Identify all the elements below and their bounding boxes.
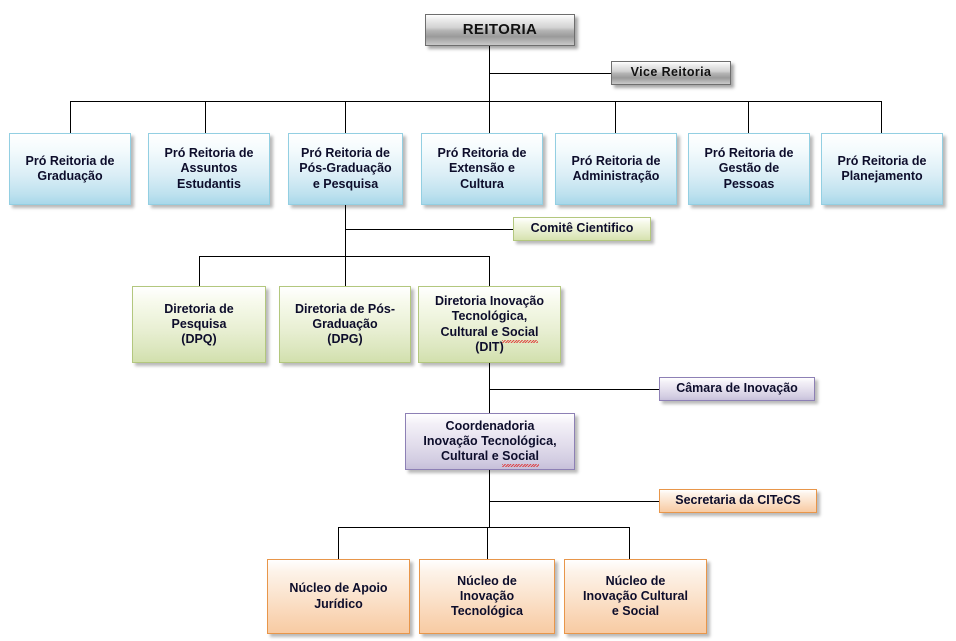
- connector-drop-dpq: [199, 256, 200, 286]
- connector-proreitoria-bus: [70, 101, 882, 102]
- node-label-line2: Inovação: [459, 588, 515, 603]
- node-label-line1: Pró Reitoria de: [164, 146, 254, 161]
- connector-drop-nucleo-cultural: [629, 527, 630, 559]
- connector-diretoria-bus: [199, 256, 490, 257]
- node-label-line3: Tecnológica: [450, 604, 523, 619]
- node-secretaria-citecs[interactable]: Secretaria da CITeCS: [659, 489, 817, 513]
- node-label-line1: Diretoria Inovação: [434, 294, 545, 308]
- node-pro-reitoria-graduacao[interactable]: Pró Reitoria de Graduação: [9, 133, 131, 205]
- connector-drop-nucleo-juridico: [338, 527, 339, 559]
- node-label-line3: Cultura: [460, 176, 504, 191]
- node-label-line1: Núcleo de: [605, 573, 666, 588]
- node-label-misspelled-social: Social: [501, 324, 539, 344]
- node-nucleo-apoio-juridico[interactable]: Núcleo de Apoio Jurídico: [267, 559, 410, 634]
- connector-reitoria-vice: [489, 73, 611, 74]
- node-camara-inovacao[interactable]: Câmara de Inovação: [659, 377, 815, 401]
- connector-comite-link: [345, 229, 513, 230]
- node-label-line3: (DPQ): [181, 332, 217, 347]
- node-pro-reitoria-gestao-pessoas[interactable]: Pró Reitoria de Gestão de Pessoas: [688, 133, 810, 205]
- node-label-line1: Núcleo de: [457, 573, 517, 588]
- node-label-line3: e Pesquisa: [312, 176, 379, 191]
- node-label-line4: (DIT): [475, 339, 504, 354]
- node-pro-reitoria-planejamento[interactable]: Pró Reitoria de Planejamento: [821, 133, 943, 205]
- node-label-line1: Diretoria de: [164, 301, 234, 316]
- node-nucleo-inovacao-cultural-social[interactable]: Núcleo de Inovação Cultural e Social: [564, 559, 707, 634]
- connector-posgraduacao-stem: [345, 205, 346, 291]
- node-label-line3: (DPG): [327, 332, 363, 347]
- connector-drop-graduacao: [70, 101, 71, 133]
- node-camara-inovacao-label: Câmara de Inovação: [676, 381, 798, 396]
- node-label-line1: Pró Reitoria de: [437, 146, 527, 161]
- node-diretoria-pos-graduacao[interactable]: Diretoria de Pós- Graduação (DPG): [279, 286, 411, 363]
- connector-drop-extensao: [489, 101, 490, 133]
- node-secretaria-citecs-label: Secretaria da CITeCS: [675, 493, 801, 508]
- node-label-line2: Pós-Graduação: [299, 161, 392, 176]
- node-label-line1: Pró Reitoria de: [571, 153, 661, 168]
- node-label-line1: Coordenadoria: [445, 418, 535, 433]
- node-diretoria-pesquisa[interactable]: Diretoria de Pesquisa (DPQ): [132, 286, 266, 363]
- node-label-line1: Pró Reitoria de: [704, 146, 794, 161]
- node-label-line1: Pró Reitoria de: [837, 153, 927, 168]
- node-label-line2: Gestão de: [718, 161, 780, 176]
- node-label-line2: Jurídico: [314, 596, 363, 611]
- connector-drop-dpg: [345, 256, 346, 286]
- node-label-line3: Cultural e: [440, 324, 502, 339]
- node-label-line1: Pró Reitoria de: [25, 153, 115, 168]
- node-label-line1: Núcleo de Apoio: [289, 581, 388, 596]
- node-label-line2: Inovação Tecnológica,: [423, 433, 557, 448]
- node-label-line2: Tecnológica,: [451, 309, 528, 324]
- node-comite-cientifico[interactable]: Comitê Cientifico: [513, 217, 651, 241]
- node-coordenadoria-citecs[interactable]: Coordenadoria Inovação Tecnológica, Cult…: [405, 413, 575, 470]
- connector-drop-planejamento: [881, 101, 882, 133]
- node-label-line3: Estudantis: [177, 176, 241, 191]
- connector-coordenadoria-stem: [489, 470, 490, 528]
- node-label-misspelled-social: Social: [502, 449, 539, 468]
- node-label-line2: Assuntos: [180, 161, 238, 176]
- node-label-line3: Pessoas: [723, 176, 775, 191]
- connector-secretaria-link: [489, 501, 659, 502]
- node-label-line1: Diretoria de Pós-: [294, 301, 396, 316]
- node-pro-reitoria-assuntos-estudantis[interactable]: Pró Reitoria de Assuntos Estudantis: [148, 133, 270, 205]
- node-pro-reitoria-extensao-cultura[interactable]: Pró Reitoria de Extensão e Cultura: [421, 133, 543, 205]
- node-label-line2: Inovação Cultural: [583, 588, 688, 603]
- connector-drop-assuntos: [205, 101, 206, 133]
- node-reitoria[interactable]: REITORIA: [425, 14, 575, 46]
- node-reitoria-label: REITORIA: [462, 20, 538, 38]
- node-pro-reitoria-pos-graduacao-pesquisa[interactable]: Pró Reitoria de Pós-Graduação e Pesquisa: [288, 133, 403, 205]
- node-vice-reitoria-label: Vice Reitoria: [630, 65, 712, 80]
- node-label-line2: Graduação: [37, 169, 103, 183]
- connector-drop-posgraduacao: [345, 101, 346, 133]
- node-pro-reitoria-administracao[interactable]: Pró Reitoria de Administração: [555, 133, 677, 205]
- node-label-line3: Cultural e: [441, 449, 503, 464]
- connector-dit-stem: [489, 363, 490, 413]
- connector-drop-gestao: [748, 101, 749, 133]
- node-label-line2: Graduação: [312, 316, 378, 331]
- connector-camara-link: [489, 389, 659, 390]
- node-vice-reitoria[interactable]: Vice Reitoria: [611, 61, 731, 85]
- node-label-line2: Planejamento: [841, 169, 923, 183]
- node-label-line2: Pesquisa: [171, 316, 227, 331]
- node-label-line1: Pró Reitoria de: [301, 146, 390, 161]
- node-diretoria-inovacao-dit[interactable]: Diretoria Inovação Tecnológica, Cultural…: [418, 286, 561, 363]
- connector-nucleo-bus: [338, 527, 630, 528]
- node-label-line3: e Social: [611, 604, 660, 619]
- node-comite-cientifico-label: Comitê Cientifico: [530, 221, 634, 236]
- node-nucleo-inovacao-tecnologica[interactable]: Núcleo de Inovação Tecnológica: [419, 559, 555, 634]
- node-label-line2: Administração: [572, 169, 660, 183]
- connector-drop-administracao: [615, 101, 616, 133]
- connector-drop-dit: [489, 256, 490, 286]
- node-label-line2: Extensão e: [448, 161, 515, 176]
- connector-drop-nucleo-tecnologica: [487, 527, 488, 559]
